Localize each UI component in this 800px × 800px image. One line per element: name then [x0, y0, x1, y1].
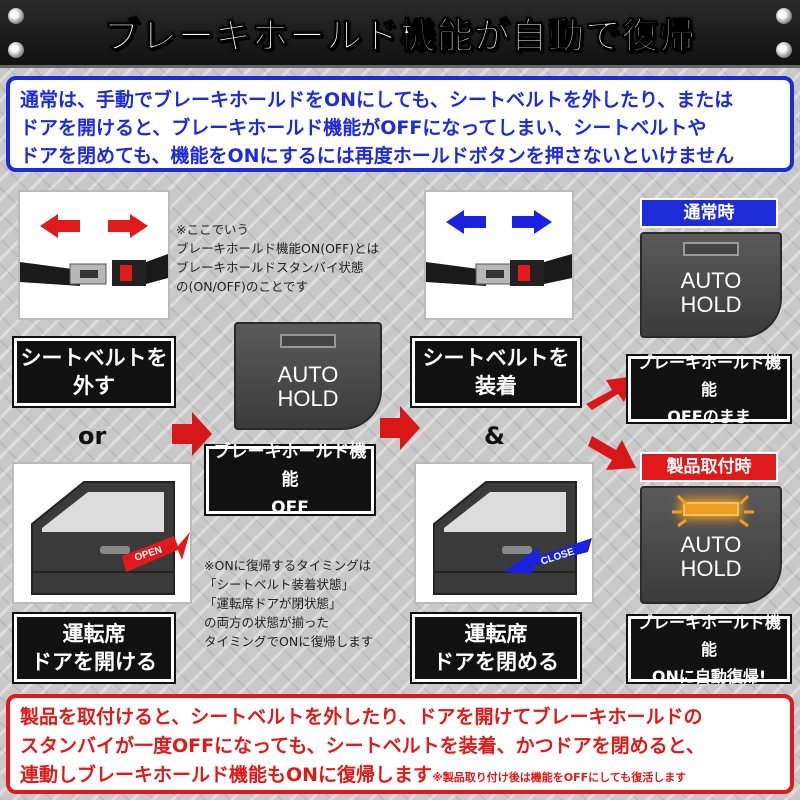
auto-hold-button-normal: AUTO HOLD — [640, 232, 782, 338]
open-arrow-icon — [122, 532, 190, 572]
door-close-illustration: CLOSE — [433, 481, 592, 595]
seatbelt-unbuckle-illustration — [20, 214, 168, 286]
intro-line: ドアを閉めても、機能をONにするには再度ホールドボタンを押さないといけません — [20, 145, 735, 167]
normal-tag: 通常時 — [640, 198, 778, 228]
seatbelt-buckle-illustration — [426, 210, 572, 286]
indicator-slot — [683, 242, 739, 256]
arrow-down-right-icon — [588, 436, 636, 470]
seatbelt-unbuckle-image — [18, 190, 170, 320]
arrow-up-right-icon — [586, 376, 636, 410]
unbuckle-label: シートベルトを 外す — [14, 338, 174, 406]
footer-line: スタンバイが一度OFFになっても、シートベルトを装着、かつドアを閉めると、 — [20, 735, 705, 757]
timing-note: ※ONに復帰するタイミングは 「シートベルト装着状態」 「運転席ドアが閉状態」 … — [204, 558, 374, 649]
arrow-right-icon — [108, 214, 148, 238]
arrow-left-icon — [512, 210, 552, 234]
close-door-label: 運転席 ドアを閉める — [412, 614, 580, 682]
or-label: or — [78, 422, 107, 450]
rivet-icon — [8, 42, 24, 58]
page-title: ブレーキホールド機能が自動で復帰 — [103, 15, 696, 57]
center-status-label: ブレーキホールド機能 OFF — [206, 442, 374, 518]
footer-line: 連動しブレーキホールド機能もONに復帰します※製品取り付け後は機能をOFFにして… — [20, 764, 687, 786]
arrow-left-icon — [40, 214, 80, 238]
rivet-icon — [776, 8, 792, 24]
footer-line: 製品を取付けると、シートベルトを外したり、ドアを開けてブレーキホールドの — [20, 706, 703, 728]
open-door-label: 運転席 ドアを開ける — [14, 614, 174, 682]
intro-box: 通常は、手動でブレーキホールドをONにしても、シートベルトを外したり、または ド… — [6, 76, 794, 172]
rivet-icon — [8, 8, 24, 24]
arrow-right-icon — [380, 406, 420, 450]
indicator-slot — [280, 334, 336, 348]
door-open-image: OPEN — [12, 462, 192, 604]
rivet-icon — [776, 42, 792, 58]
definition-note: ※ここでいう ブレーキホールド機能ON(OFF)とは ブレーキホールドスタンバイ… — [176, 222, 380, 294]
seatbelt-buckle-image — [424, 190, 574, 320]
door-open-illustration: OPEN — [31, 481, 190, 595]
buckle-label: シートベルトを 装着 — [412, 338, 580, 406]
arrow-right-icon — [446, 210, 486, 234]
footer-note: ※製品取り付け後は機能をOFFにしても復活します — [432, 771, 687, 784]
product-result-label: ブレーキホールド機能 ONに自動復帰! — [628, 613, 790, 686]
auto-hold-button-off: AUTO HOLD — [234, 322, 382, 430]
title-bar: ブレーキホールド機能が自動で復帰 — [0, 0, 800, 68]
door-close-image: CLOSE — [414, 462, 594, 604]
close-arrow-icon — [504, 538, 592, 574]
hold-indicator-lit — [683, 502, 739, 516]
and-label: & — [484, 422, 505, 450]
intro-line: ドアを開けると、ブレーキホールド機能がOFFになってしまい、シートベルトや — [20, 117, 707, 139]
arrow-right-icon — [172, 412, 212, 456]
auto-hold-button-on: AUTO HOLD — [640, 486, 782, 604]
intro-line: 通常は、手動でブレーキホールドをONにしても、シートベルトを外したり、または — [20, 89, 734, 111]
footer-box: 製品を取付けると、シートベルトを外したり、ドアを開けてブレーキホールドの スタン… — [6, 694, 794, 794]
product-tag: 製品取付時 — [640, 452, 778, 482]
normal-result-label: ブレーキホールド機能 OFFのまま — [628, 353, 790, 426]
glow-rays-icon — [672, 494, 754, 528]
